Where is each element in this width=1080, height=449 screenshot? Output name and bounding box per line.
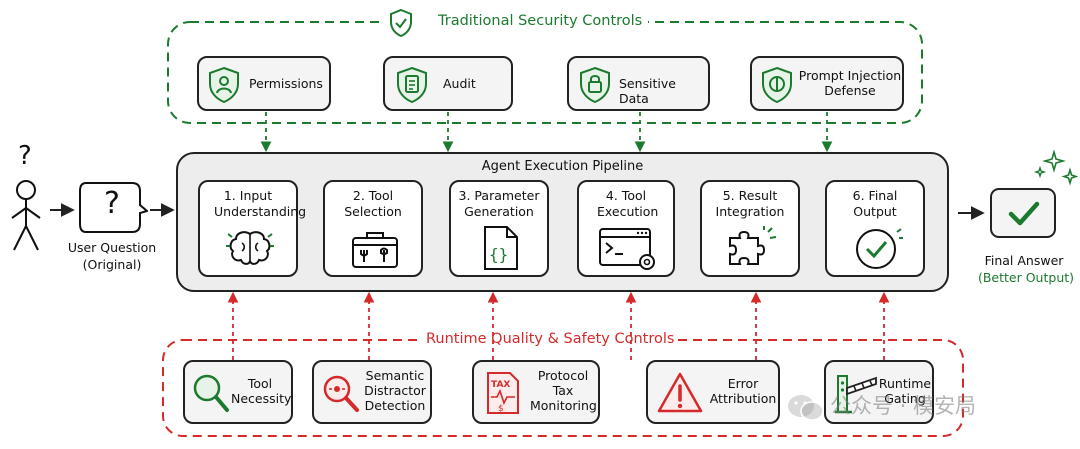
warning-triangle-icon — [656, 370, 704, 420]
question-mark: ? — [104, 186, 120, 221]
toolbox-icon — [349, 228, 401, 274]
final-answer-sublabel: (Better Output) — [977, 270, 1075, 285]
shield-clipboard-icon — [395, 66, 429, 108]
control-audit: Audit — [383, 56, 513, 111]
shield-block-icon — [760, 66, 794, 108]
gate-barrier-icon — [832, 370, 878, 420]
svg-text:{}: {} — [489, 245, 508, 264]
magnifier-target-icon — [320, 372, 362, 418]
control-label: Semantic Distractor Detection — [364, 368, 426, 413]
control-tool-necessity: Tool Necessity — [183, 360, 293, 424]
stage-final-output: 6. Final Output — [825, 180, 925, 277]
control-label: Runtime Gating — [878, 376, 932, 406]
control-prompt-injection-defense: Prompt Injection Defense — [750, 56, 904, 111]
stage-input-understanding: 1. Input Understanding — [198, 180, 307, 277]
pipeline-title: Agent Execution Pipeline — [481, 159, 644, 174]
control-label: Prompt Injection Defense — [798, 68, 902, 98]
shield-person-icon — [207, 66, 241, 108]
control-label: Audit — [443, 76, 476, 91]
control-semantic-distractor-detection: Semantic Distractor Detection — [312, 360, 432, 424]
stage-tool-execution: 4. Tool Execution — [577, 180, 675, 277]
stage-title: 5. Result Integration — [715, 188, 785, 219]
check-icon — [1008, 200, 1040, 232]
final-answer-label: Final Answer — [984, 253, 1064, 268]
control-error-attribution: Error Attribution — [646, 360, 780, 424]
terminal-gear-icon — [597, 226, 659, 276]
stage-parameter-generation: 3. Parameter Generation {} — [449, 180, 549, 277]
user-figure-icon: ? — [4, 138, 48, 260]
control-label: Protocol Tax Monitoring — [530, 368, 597, 413]
tax-document-icon: TAX $ — [484, 370, 524, 420]
brain-icon — [224, 228, 276, 272]
stage-title: 6. Final Output — [852, 188, 898, 219]
stage-title: 2. Tool Selection — [344, 188, 402, 219]
sparkles-icon — [1032, 149, 1079, 196]
control-label: Sensitive Data — [619, 76, 676, 106]
stage-title: 3. Parameter Generation — [458, 188, 540, 219]
security-controls-frame — [167, 21, 923, 124]
user-question-label: User Question — [67, 240, 157, 255]
stage-title: 4. Tool Execution — [597, 188, 659, 219]
control-sensitive-data: Sensitive Data — [567, 56, 710, 111]
runtime-section-title: Runtime Quality & Safety Controls — [426, 331, 675, 347]
watermark: 公众号 · 模安局 — [786, 390, 1066, 426]
check-circle-icon — [851, 224, 905, 276]
puzzle-icon — [724, 224, 780, 276]
control-label: Error Attribution — [709, 376, 777, 406]
stage-tool-selection: 2. Tool Selection — [323, 180, 423, 277]
control-label: Permissions — [249, 76, 323, 91]
stage-result-integration: 5. Result Integration — [700, 180, 800, 277]
control-runtime-gating: Runtime Gating — [824, 360, 934, 424]
watermark-text: 公众号 · 模安局 — [830, 394, 977, 418]
agent-pipeline: Agent Execution Pipeline — [176, 152, 949, 292]
question-bubble: ? — [78, 180, 150, 236]
control-label: Tool Necessity — [231, 376, 292, 406]
security-shield-check-icon — [388, 8, 414, 38]
final-answer-box — [990, 188, 1056, 238]
wechat-logo-icon — [786, 392, 826, 428]
svg-text:TAX: TAX — [491, 380, 510, 390]
magnifier-icon — [191, 372, 231, 418]
stage-title: 1. Input Understanding — [214, 188, 307, 219]
control-protocol-tax-monitoring: TAX $ Protocol Tax Monitoring — [472, 360, 600, 424]
user-question-sublabel: (Original) — [82, 257, 142, 272]
svg-text:?: ? — [18, 141, 32, 171]
shield-lock-icon — [578, 66, 612, 108]
control-permissions: Permissions — [197, 56, 331, 111]
security-section-title: Traditional Security Controls — [438, 13, 643, 29]
json-file-icon: {} — [481, 224, 521, 276]
svg-text:$: $ — [498, 404, 504, 414]
